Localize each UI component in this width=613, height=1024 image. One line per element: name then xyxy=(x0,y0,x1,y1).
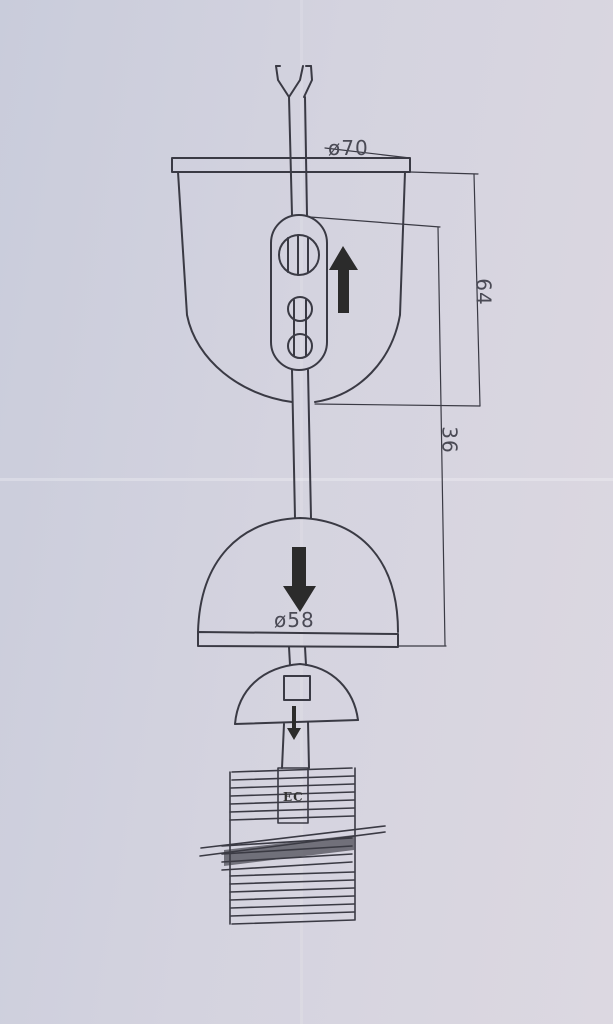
cable-lower xyxy=(288,646,307,666)
height-36-label: 36 xyxy=(437,426,462,454)
cable-middle xyxy=(291,369,312,519)
socket-mark-label: EC xyxy=(283,790,304,804)
arrow-down-icon xyxy=(283,547,316,612)
shade-diameter-label: ø70 xyxy=(328,136,369,160)
cable-socket xyxy=(281,721,310,769)
socket-clamp-band xyxy=(224,835,354,866)
small-cap xyxy=(234,663,359,725)
cable-upper xyxy=(288,96,308,216)
lower-cup xyxy=(197,517,399,648)
cable-fork-icon xyxy=(275,65,313,98)
arrow-up-icon xyxy=(329,246,358,313)
cup-diameter-label: ø58 xyxy=(274,608,315,632)
dimension-lines xyxy=(309,147,481,647)
arrow-down-small-icon xyxy=(287,706,301,740)
cable-clip xyxy=(270,214,328,371)
height-64-label: 64 xyxy=(471,278,496,306)
